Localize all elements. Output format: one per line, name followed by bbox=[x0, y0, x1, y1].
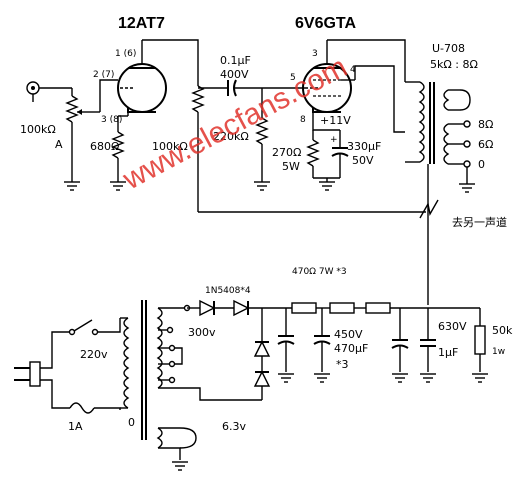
volume-pot-taper: A bbox=[55, 138, 63, 151]
filter-capacitor bbox=[313, 308, 331, 372]
filter-cap-voltage: 450V bbox=[334, 328, 363, 341]
film-capacitor bbox=[420, 308, 436, 372]
input-jack bbox=[26, 81, 72, 102]
bias-resistor-power: 5W bbox=[282, 160, 300, 173]
bias-voltage: +11V bbox=[320, 114, 351, 127]
break-mark bbox=[419, 199, 439, 219]
filter-resistor bbox=[329, 302, 355, 314]
filter-capacitor bbox=[391, 308, 409, 372]
power-switch bbox=[68, 319, 99, 336]
power-cathode-pin: 8 bbox=[300, 115, 306, 125]
plus-sign: + bbox=[330, 135, 338, 145]
ot-tap-0: 0 bbox=[478, 158, 485, 171]
final-cap-value: 1μF bbox=[438, 346, 458, 359]
grid-resistor-220k bbox=[255, 117, 269, 145]
tube-6v6gta bbox=[302, 40, 355, 113]
preamp-grid-pin: 2 (7) bbox=[93, 70, 114, 80]
final-cap-voltage: 630V bbox=[438, 320, 467, 333]
preamp-plate-pin: 1 (6) bbox=[115, 49, 136, 59]
fuse bbox=[69, 402, 95, 414]
power-plate-pin: 3 bbox=[312, 49, 318, 59]
ground-symbol bbox=[172, 461, 188, 471]
power-screen-pin: 4 bbox=[350, 65, 356, 75]
power-transformer bbox=[120, 300, 163, 449]
ground-symbol bbox=[319, 178, 335, 191]
diode bbox=[253, 370, 271, 387]
bleeder-power: 1w bbox=[492, 347, 505, 357]
filter-resistor bbox=[365, 302, 391, 314]
ground-symbol bbox=[459, 183, 475, 193]
mains-plug bbox=[14, 361, 41, 387]
grid-resistor-value: 220kΩ bbox=[213, 130, 249, 143]
preamp-cathode-pin: 3 (8) bbox=[101, 115, 122, 125]
power-grid-pin: 5 bbox=[290, 73, 296, 83]
fuse-rating: 1A bbox=[68, 420, 83, 433]
filter-cap-count: *3 bbox=[336, 358, 349, 371]
diode-part: 1N5408*4 bbox=[205, 286, 251, 296]
volume-pot-value: 100kΩ bbox=[20, 123, 56, 136]
mains-voltage: 220v bbox=[80, 348, 108, 361]
cathode-resistor-680 bbox=[111, 131, 125, 159]
bias-cap-voltage: 50V bbox=[352, 154, 374, 167]
ot-ratio: 5kΩ : 8Ω bbox=[430, 58, 478, 71]
volume-potentiometer bbox=[65, 88, 100, 182]
filter-resistor bbox=[291, 302, 317, 314]
ot-model: U-708 bbox=[432, 42, 465, 55]
ground-symbol bbox=[254, 181, 270, 191]
bias-resistor-value: 270Ω bbox=[272, 146, 301, 159]
diode bbox=[253, 340, 271, 357]
coupling-cap-value: 0.1μF bbox=[220, 54, 251, 67]
tube-12at7 bbox=[117, 40, 167, 116]
coupling-cap-voltage: 400V bbox=[220, 68, 249, 81]
ot-tap-8: 8Ω bbox=[478, 118, 493, 131]
filter-capacitor bbox=[277, 308, 295, 372]
plate-resistor-value: 100kΩ bbox=[152, 140, 188, 153]
bias-resistor-270 bbox=[306, 139, 320, 167]
bleeder-resistor bbox=[474, 325, 486, 355]
cathode-resistor-value: 680Ω bbox=[90, 140, 119, 153]
ground-row bbox=[278, 373, 488, 383]
bleeder-value: 50k bbox=[492, 324, 513, 337]
other-channel-note: 去另一声道 bbox=[452, 215, 507, 229]
primary-zero-tap: 0 bbox=[128, 416, 135, 429]
diode bbox=[199, 299, 216, 317]
filter-cap-value: 470μF bbox=[334, 342, 368, 355]
bias-cap-value: 330μF bbox=[347, 140, 381, 153]
filter-resistor-spec: 470Ω 7W *3 bbox=[292, 267, 347, 277]
hv-secondary-voltage: 300v bbox=[188, 326, 216, 339]
tube-12at7-label: 12AT7 bbox=[118, 15, 165, 32]
output-transformer bbox=[405, 81, 450, 165]
ground-symbol bbox=[64, 181, 80, 191]
heater-voltage: 6.3v bbox=[222, 420, 246, 433]
plate-resistor-100k bbox=[191, 85, 205, 113]
tube-6v6gta-label: 6V6GTA bbox=[295, 15, 357, 32]
ground-symbol bbox=[110, 181, 126, 191]
ot-tap-6: 6Ω bbox=[478, 138, 493, 151]
diode bbox=[233, 299, 250, 317]
